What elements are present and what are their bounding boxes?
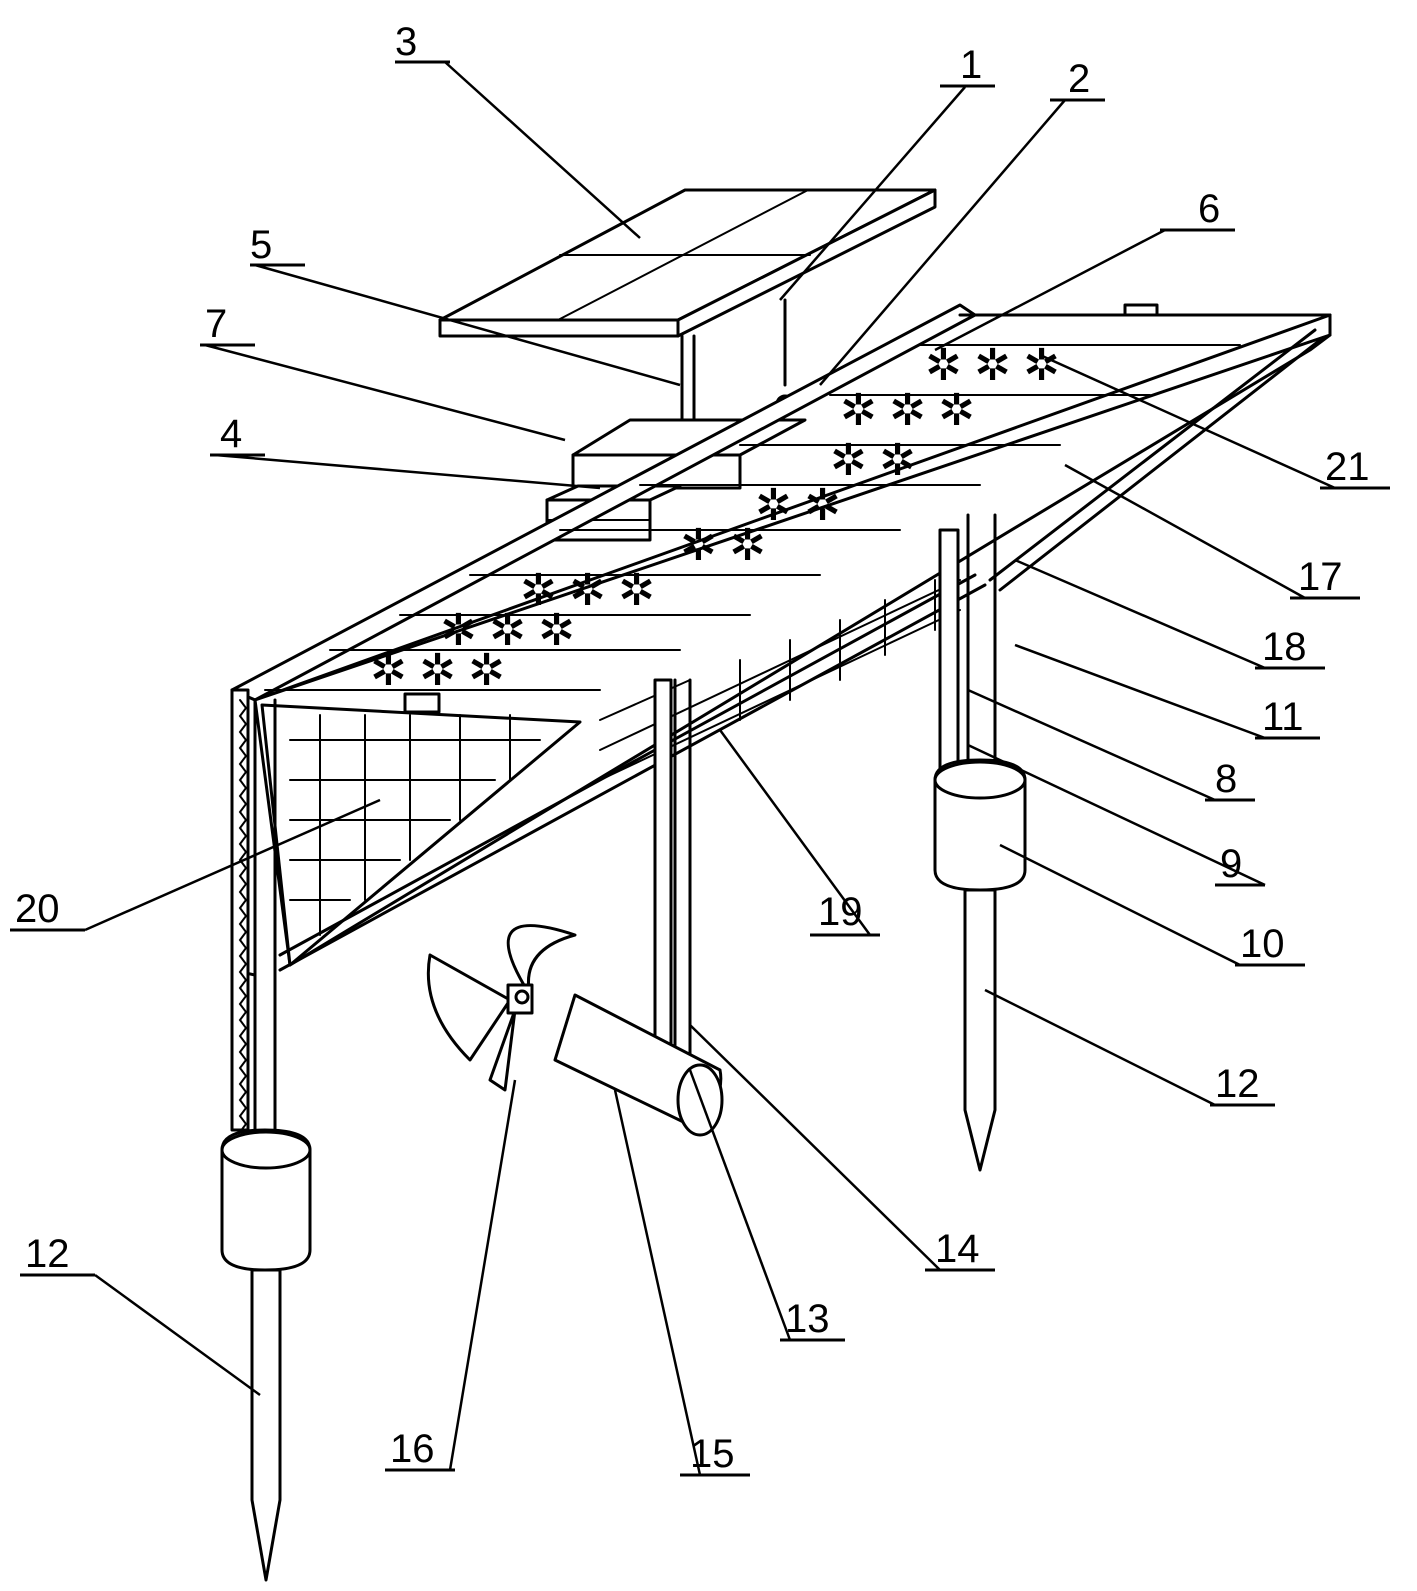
svg-text:✲ ✲: ✲ ✲ — [680, 521, 766, 570]
middle-leg — [653, 678, 692, 1067]
label-21: 21 — [1325, 445, 1370, 489]
label-15: 15 — [690, 1432, 735, 1476]
label-7: 7 — [205, 302, 227, 346]
sensor-block — [403, 692, 441, 714]
svg-text:✲ ✲ ✲: ✲ ✲ ✲ — [370, 646, 505, 695]
label-16: 16 — [390, 1427, 435, 1471]
svg-text:✲ ✲ ✲: ✲ ✲ ✲ — [925, 341, 1060, 390]
left-leg — [220, 688, 312, 1582]
label-12-left: 12 — [25, 1232, 70, 1276]
label-1: 1 — [960, 43, 982, 87]
label-17: 17 — [1298, 555, 1343, 599]
label-6: 6 — [1198, 187, 1220, 231]
brace-rods — [278, 328, 1322, 972]
label-19: 19 — [818, 890, 863, 934]
label-5: 5 — [250, 223, 272, 267]
label-2: 2 — [1068, 57, 1090, 101]
planting-grid — [264, 344, 1241, 691]
label-8: 8 — [1215, 757, 1237, 801]
label-11: 11 — [1262, 695, 1304, 739]
right-leg — [933, 513, 1027, 1172]
sensor-block-far — [1123, 303, 1159, 317]
solar-panel — [438, 188, 937, 338]
reference-labels: 3 1 2 5 6 7 4 21 17 18 11 8 9 10 12 19 2 — [10, 20, 1390, 1477]
label-9: 9 — [1220, 842, 1242, 886]
label-14: 14 — [935, 1227, 980, 1271]
label-12-right: 12 — [1215, 1062, 1260, 1106]
wind-turbine — [426, 924, 724, 1137]
planting-trough — [230, 303, 1332, 977]
label-20: 20 — [15, 887, 60, 931]
seedlings: ✲ ✲ ✲ ✲ ✲ ✲ ✲ ✲ ✲ ✲ ✲ ✲ ✲ ✲ ✲ ✲ ✲ ✲ ✲ ✲ … — [370, 341, 1060, 695]
svg-text:✲ ✲: ✲ ✲ — [755, 481, 841, 530]
svg-text:✲ ✲: ✲ ✲ — [830, 436, 916, 485]
label-13: 13 — [785, 1297, 830, 1341]
svg-text:✲ ✲ ✲: ✲ ✲ ✲ — [440, 606, 575, 655]
label-4: 4 — [220, 412, 242, 456]
label-18: 18 — [1262, 625, 1307, 669]
svg-text:✲ ✲ ✲: ✲ ✲ ✲ — [840, 386, 975, 435]
leader-lines — [84, 61, 1336, 1476]
label-10: 10 — [1240, 922, 1285, 966]
svg-text:✲ ✲ ✲: ✲ ✲ ✲ — [520, 566, 655, 615]
label-3: 3 — [395, 20, 417, 64]
